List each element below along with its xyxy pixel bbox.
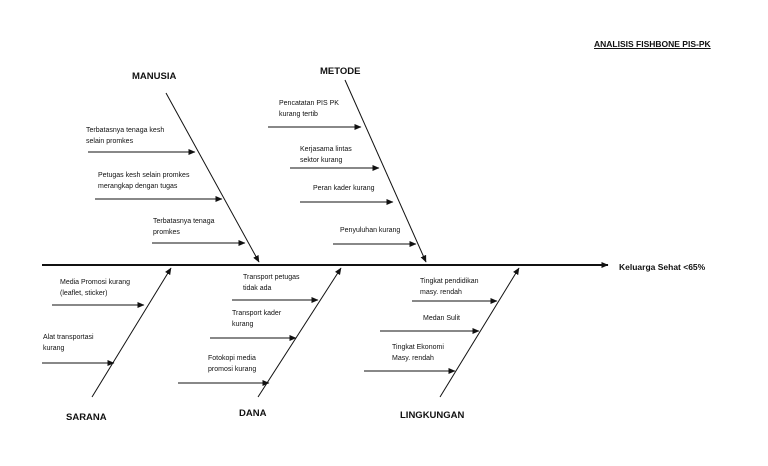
bone-metode [344, 79, 427, 263]
category-label-lingkungan: LINGKUNGAN [400, 410, 465, 421]
bone-dana [257, 267, 342, 398]
cause-text: Media Promosi kurang [60, 279, 131, 286]
cause-dana-3: Fotokopi media promosi kurang [208, 353, 256, 375]
cause-metode-2: Kerjasama lintas sektor kurang [300, 144, 352, 166]
cause-text: Alat transportasi [43, 334, 94, 341]
cause-text: Fotokopi media [208, 355, 256, 362]
cause-text: Peran kader kurang [313, 185, 375, 192]
cause-text: kurang tertib [279, 111, 318, 118]
cause-text: Kerjasama lintas [300, 146, 352, 153]
cause-text: sektor kurang [300, 157, 343, 164]
cause-manusia-3: Terbatasnya tenaga promkes [153, 216, 215, 238]
cause-sarana-2: Alat transportasi kurang [43, 332, 94, 354]
cause-text: Transport kader [232, 310, 282, 317]
category-label-dana: DANA [239, 408, 267, 419]
cause-text: Medan Sulit [423, 315, 460, 322]
cause-sarana-1: Media Promosi kurang (leaflet, sticker) [60, 277, 130, 299]
cause-text: Terbatasnya tenaga kesh [86, 127, 165, 134]
cause-text: Penyuluhan kurang [340, 227, 401, 234]
cause-lingkungan-2: Medan Sulit [423, 313, 460, 324]
cause-text: Petugas kesh selain promkes [98, 172, 190, 179]
bone-lingkungan [439, 267, 520, 398]
cause-dana-1: Transport petugas tidak ada [243, 272, 300, 294]
cause-metode-1: Pencatatan PIS PK kurang tertib [279, 98, 339, 120]
cause-text: Tingkat pendidikan [420, 278, 479, 285]
category-label-manusia: MANUSIA [132, 71, 177, 82]
cause-text: Terbatasnya tenaga [153, 218, 215, 225]
category-label-sarana: SARANA [66, 412, 107, 423]
cause-text: Masy. rendah [392, 355, 434, 362]
cause-text: Tingkat Ekonomi [392, 344, 444, 351]
cause-text: promkes [153, 229, 180, 236]
bone-manusia [165, 92, 260, 263]
cause-metode-4: Penyuluhan kurang [340, 225, 400, 236]
category-label-metode: METODE [320, 66, 361, 77]
cause-text: (leaflet, sticker) [60, 290, 108, 297]
bone-sarana [91, 267, 172, 398]
cause-text: merangkap dengan tugas [98, 183, 178, 190]
cause-metode-3: Peran kader kurang [313, 183, 374, 194]
cause-lingkungan-1: Tingkat pendidikan masy. rendah [420, 276, 479, 298]
cause-manusia-1: Terbatasnya tenaga kesh selain promkes [86, 125, 164, 147]
cause-text: Pencatatan PIS PK [279, 100, 339, 107]
page-title: ANALISIS FISHBONE PIS-PK [594, 39, 711, 49]
effect-label: Keluarga Sehat <65% [619, 262, 706, 272]
cause-text: kurang [232, 321, 254, 328]
cause-text: promosi kurang [208, 366, 257, 373]
cause-lingkungan-3: Tingkat Ekonomi Masy. rendah [392, 342, 444, 364]
cause-text: masy. rendah [420, 289, 462, 296]
cause-dana-2: Transport kader kurang [232, 308, 281, 330]
cause-text: Transport petugas [243, 274, 300, 281]
cause-text: selain promkes [86, 138, 134, 145]
cause-text: kurang [43, 345, 65, 352]
cause-text: tidak ada [243, 285, 272, 292]
cause-manusia-2: Petugas kesh selain promkes merangkap de… [98, 170, 189, 192]
